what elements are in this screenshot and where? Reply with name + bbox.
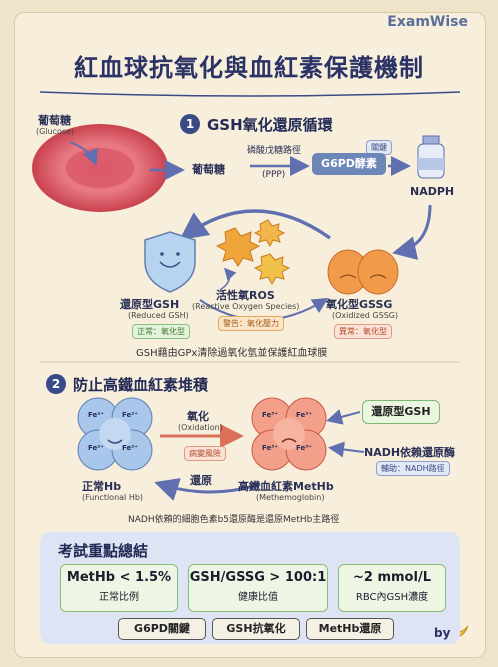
functional-hb-label: 正常Hb [82,480,122,493]
glucose-sub: (Glucose) [36,127,75,136]
section2-caption: NADH依賴的細胞色素b5還原酶是還原MetHb主路徑 [128,515,340,525]
footer-by: by [434,626,451,640]
methb-icon [251,397,327,471]
nadh-badge: 輔助：NADH路徑 [376,461,450,476]
summary-box-methb: MetHb < 1.5% 正常比例 [60,564,178,612]
summary-desc: RBC內GSH濃度 [355,592,429,603]
arrow-icon [326,409,361,425]
gssg-icon [327,249,399,295]
reduced-gsh-sub: (Reduced GSH) [128,311,189,320]
reduced-gsh-box: 還原型GSH [362,400,440,424]
pathogenic-badge: 病變風險 [184,446,226,461]
fe2-label: Fe²⁺ [122,411,139,419]
section1-heading: GSH氧化還原循環 [207,116,333,134]
oxidized-gssg-sub: (Oxidized GSSG) [332,311,399,320]
nadh-reductase-label: NADH依賴還原酶 [364,446,456,459]
fe2-label: Fe²⁺ [88,411,105,419]
keyword-tag: GSH抗氧化 [212,618,300,640]
section-number: 1 [180,114,200,134]
summary-value: ~2 mmol/L [353,570,431,585]
red-blood-cell-icon [32,124,168,212]
shield-icon [144,231,196,293]
reduction-arrow-icon [154,478,261,501]
summary-box-ratio: GSH/GSSG > 100:1 健康比值 [188,564,328,612]
oxidation-label: 氧化 [187,410,209,423]
ros-icon [215,219,291,286]
ros-sub: (Reactive Oxygen Species) [192,302,300,311]
section-number: 2 [46,374,66,394]
ros-label: 活性氧ROS [216,289,275,302]
section2-heading: 防止高鐵血紅素堆積 [73,376,209,394]
pathway-sub: (PPP) [262,170,286,180]
oxidized-badge: 異常：氧化型 [334,324,392,339]
nadph-label: NADPH [410,185,455,198]
arrow-icon [219,267,237,291]
glucose-label: 葡萄糖 [38,114,71,127]
nadph-bottle-icon [417,135,445,179]
keyword-tag: G6PD關鍵 [118,618,206,640]
pathway-label: 磷酸戊糖路徑 [247,146,302,156]
oxidized-gssg-label: 氧化型GSSG [326,298,393,311]
summary-value: MetHb < 1.5% [66,570,172,585]
cycle-arrow-icon [179,209,332,241]
reduced-badge: 正常：氧化型 [132,324,190,339]
summary-value: GSH/GSSG > 100:1 [189,570,327,585]
arrow-into-cell-icon [69,141,98,166]
methb-sub: (Methemoglobin) [256,493,325,502]
summary-heading: 考試重點總結 [58,542,149,560]
fe3-label: Fe³⁺ [262,411,279,419]
arrow-icon [392,204,432,260]
page-title: 紅血球抗氧化與血紅素保護機制 [74,54,424,82]
keyword-tag: MetHb還原 [306,618,394,640]
arrow-icon [328,441,365,458]
brand-label: ExamWise [387,14,468,30]
g6pd-enzyme-box: G6PD酵素 [312,153,386,175]
glucose-node: 葡萄糖 [192,163,225,176]
summary-desc: 正常比例 [99,592,139,603]
summary-box-concentration: ~2 mmol/L RBC內GSH濃度 [338,564,446,612]
functional-hb-sub: (Functional Hb) [82,493,144,502]
fe2-label: Fe²⁺ [88,444,105,452]
ros-badge: 警告：氧化壓力 [218,316,284,331]
reduced-gsh-label: 還原型GSH [120,298,180,311]
summary-desc: 健康比值 [238,592,278,603]
reduce-label: 還原 [190,474,212,487]
fe3-label: Fe³⁺ [262,444,279,452]
fe3-label: Fe³⁺ [296,444,313,452]
section1-caption: GSH藉由GPx清除過氧化氫並保護紅血球膜 [136,348,328,359]
oxidation-sub: (Oxidation) [178,423,223,432]
methb-label: 高鐵血紅素MetHb [238,480,334,493]
fe3-label: Fe³⁺ [296,411,313,419]
functional-hb-icon [77,397,153,471]
fe2-label: Fe²⁺ [122,444,139,452]
